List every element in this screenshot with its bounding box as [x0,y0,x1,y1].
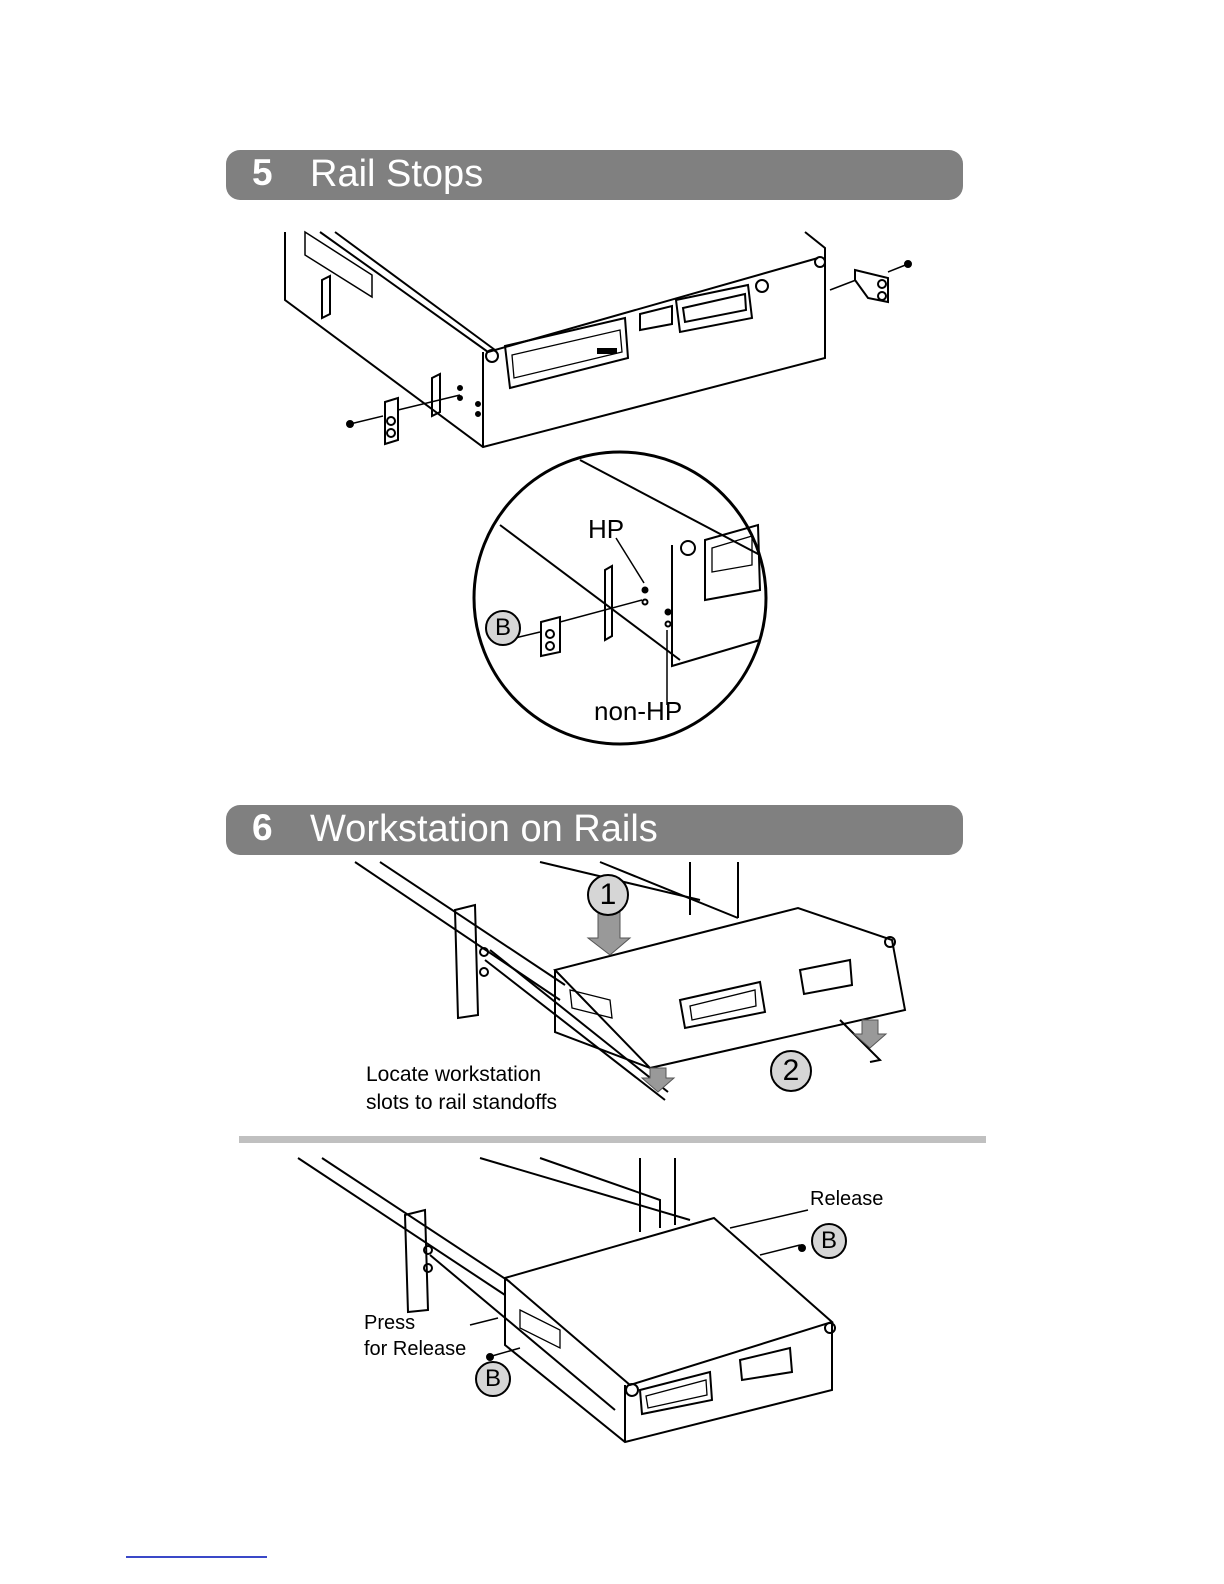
callout-step-1: 1 [587,874,629,916]
section-divider [239,1136,986,1143]
footer-link-underline[interactable] [126,1556,267,1558]
release-label: Release [810,1188,883,1211]
callout-step-2: 2 [770,1050,812,1092]
press-label-line-2: for Release [364,1338,466,1361]
workstation-on-rails-drawing [470,1210,835,1442]
caption-line-2: slots to rail standoffs [366,1091,557,1115]
press-label-line-1: Press [364,1312,415,1335]
callout-b-left: B [475,1361,511,1397]
caption-line-1: Locate workstation [366,1063,541,1087]
callout-b-right: B [811,1223,847,1259]
